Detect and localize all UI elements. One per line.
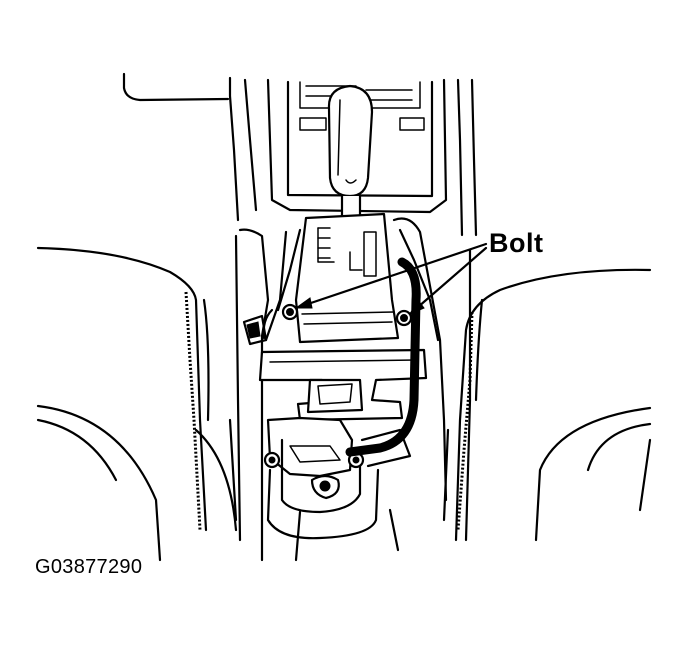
console-side-trim <box>240 219 446 561</box>
console-floor-lines <box>236 236 470 540</box>
bolt-callout-label: Bolt <box>489 228 544 258</box>
bolt-leader-lines <box>296 244 486 314</box>
shift-mount-bracket <box>260 350 426 420</box>
bolt-marker-left <box>283 305 297 319</box>
shift-cable <box>350 262 416 452</box>
left-front-seat <box>38 248 236 560</box>
bolt-marker-right <box>397 311 411 325</box>
rear-seat-outline <box>124 74 228 100</box>
shift-indicator-panel <box>296 214 398 342</box>
figure-id: G03877290 <box>35 556 143 578</box>
right-front-seat <box>444 270 650 540</box>
lower-shift-housing <box>265 418 410 560</box>
